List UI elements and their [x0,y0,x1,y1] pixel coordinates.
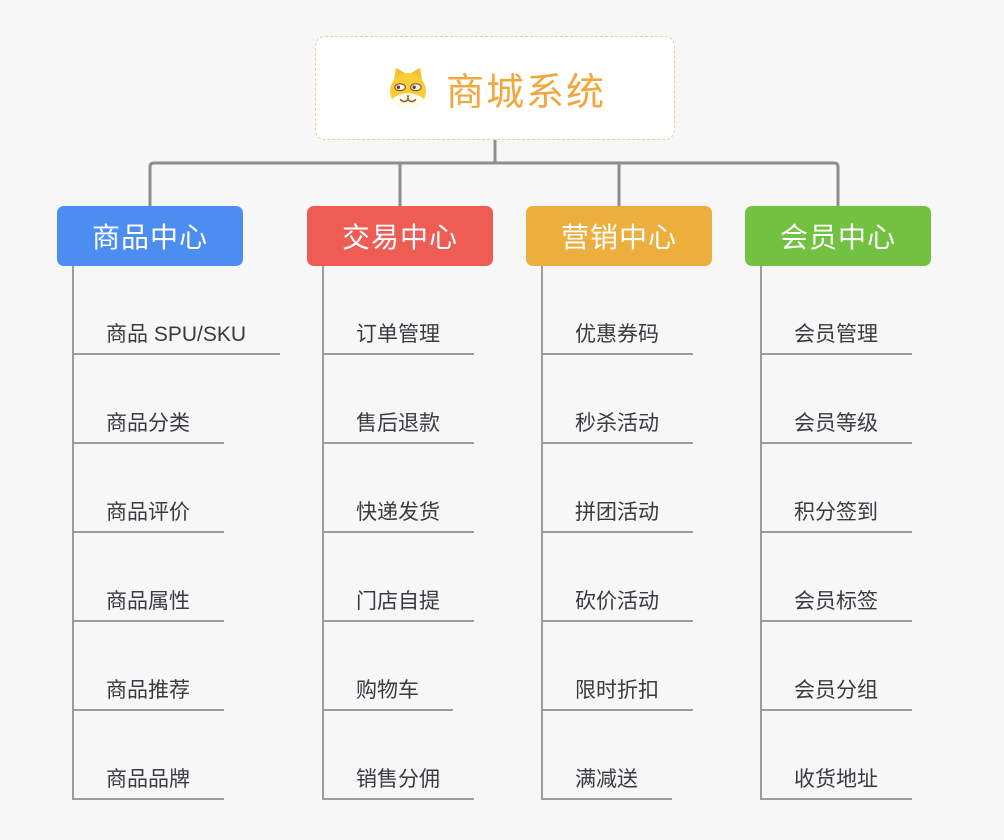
child-node-label: 满减送 [575,768,638,791]
child-node-label: 商品推荐 [106,679,190,702]
branch-column-1: 商品 SPU/SKU 商品分类商品评价商品属性商品推荐商品品牌 [72,266,281,800]
child-node[interactable]: 会员分组 [760,622,912,711]
branch-label: 商品中心 [91,222,208,253]
column-line [760,266,762,800]
child-node[interactable]: 拼团活动 [541,444,693,533]
child-node-label: 会员标签 [794,590,878,613]
child-node-label: 商品评价 [106,501,190,524]
column-line [541,266,543,800]
child-node-label: 销售分佣 [356,768,440,791]
child-node[interactable]: 会员标签 [760,533,912,622]
branch-header-4[interactable]: 会员中心 [745,206,931,266]
branch-column-4: 会员管理会员等级积分签到会员标签会员分组收货地址 [760,266,912,800]
child-node[interactable]: 满减送 [541,711,672,800]
child-node[interactable]: 商品 SPU/SKU [72,266,281,355]
child-node-label: 优惠券码 [575,323,659,346]
child-node-label: 会员管理 [794,323,878,346]
child-node-label: 会员分组 [794,679,878,702]
child-node[interactable]: 商品属性 [72,533,224,622]
root-node[interactable]: 商城系统 [315,36,675,140]
branch-spine-line [148,161,840,207]
child-node-label: 拼团活动 [575,501,659,524]
branch-label: 交易中心 [341,222,458,253]
child-node[interactable]: 限时折扣 [541,622,693,711]
child-node-label: 砍价活动 [575,590,659,613]
branch-column-2: 订单管理售后退款快递发货门店自提购物车销售分佣 [322,266,474,800]
child-node-label: 商品 SPU/SKU [106,323,247,346]
branch-label: 营销中心 [560,222,677,253]
child-node-label: 商品分类 [106,412,190,435]
child-node[interactable]: 售后退款 [322,355,474,444]
branch-column-3: 优惠券码秒杀活动拼团活动砍价活动限时折扣满减送 [541,266,693,800]
child-node-label: 会员等级 [794,412,878,435]
child-node-label: 商品品牌 [106,768,190,791]
column-line [322,266,324,800]
child-node[interactable]: 购物车 [322,622,453,711]
child-node[interactable]: 会员管理 [760,266,912,355]
child-node-label: 购物车 [356,679,419,702]
child-node-label: 秒杀活动 [575,412,659,435]
child-node[interactable]: 优惠券码 [541,266,693,355]
child-node[interactable]: 快递发货 [322,444,474,533]
root-title: 商城系统 [445,71,606,114]
branch-header-2[interactable]: 交易中心 [307,206,493,266]
child-node-label: 积分签到 [794,501,878,524]
child-node[interactable]: 积分签到 [760,444,912,533]
child-node[interactable]: 商品评价 [72,444,224,533]
child-node[interactable]: 门店自提 [322,533,474,622]
child-node-label: 门店自提 [356,590,440,613]
child-node-label: 快递发货 [356,501,440,524]
child-node[interactable]: 商品分类 [72,355,224,444]
child-node-label: 订单管理 [356,323,440,346]
child-node[interactable]: 订单管理 [322,266,474,355]
child-node[interactable]: 砍价活动 [541,533,693,622]
child-node[interactable]: 商品推荐 [72,622,224,711]
child-node[interactable]: 商品品牌 [72,711,224,800]
child-node[interactable]: 会员等级 [760,355,912,444]
child-node[interactable]: 收货地址 [760,711,912,800]
child-node-label: 商品属性 [106,590,190,613]
child-node[interactable]: 秒杀活动 [541,355,693,444]
branch-header-1[interactable]: 商品中心 [57,206,243,266]
branch-label: 会员中心 [779,222,896,253]
dog-face-icon [384,65,432,111]
column-line [72,266,74,800]
child-node-label: 售后退款 [356,412,440,435]
branch-header-3[interactable]: 营销中心 [526,206,712,266]
child-node-label: 限时折扣 [575,679,659,702]
child-node-label: 收货地址 [794,768,878,791]
child-node[interactable]: 销售分佣 [322,711,474,800]
